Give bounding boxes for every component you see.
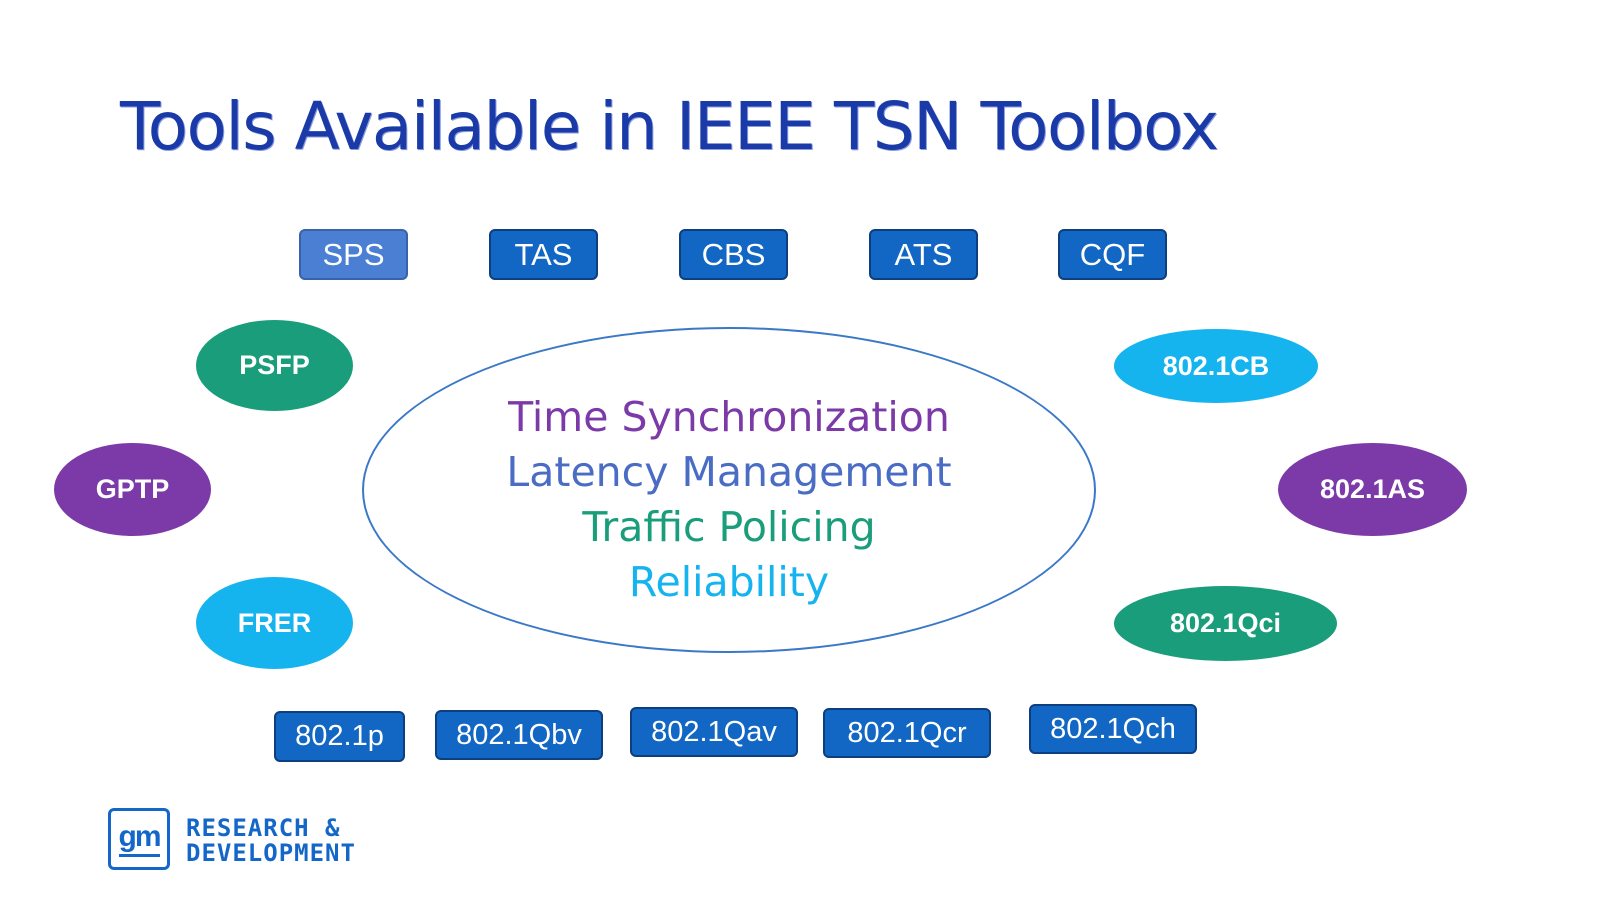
oval-gptp: GPTP [54, 443, 211, 536]
oval-802-1qci: 802.1Qci [1114, 586, 1337, 661]
center-oval [362, 327, 1096, 653]
oval-802-1cb: 802.1CB [1114, 329, 1318, 403]
standard-box-802-1qch: 802.1Qch [1029, 704, 1197, 754]
page-title: Tools Available in IEEE TSN Toolbox [120, 88, 1219, 165]
oval-frer: FRER [196, 577, 353, 669]
standard-box-802-1qbv: 802.1Qbv [435, 710, 603, 760]
capability-latency-management: Latency Management [506, 448, 952, 496]
logo-line-1: RESEARCH & [186, 814, 341, 842]
logo-line-2: DEVELOPMENT [186, 839, 356, 867]
standard-box-802-1p: 802.1p [274, 711, 405, 762]
capability-reliability: Reliability [628, 558, 830, 606]
tool-box-tas: TAS [489, 229, 598, 280]
tool-box-cqf: CQF [1058, 229, 1167, 280]
logo-text: RESEARCH & DEVELOPMENT [186, 816, 356, 866]
oval-802-1as: 802.1AS [1278, 443, 1467, 536]
capabilities-list: Time Synchronization Latency Management … [362, 390, 1096, 610]
capability-time-synchronization: Time Synchronization [508, 393, 950, 441]
oval-psfp: PSFP [196, 320, 353, 411]
standard-box-802-1qav: 802.1Qav [630, 707, 798, 757]
logo-mark: gm [118, 821, 162, 857]
gm-logo-icon: gm [108, 808, 170, 870]
tool-box-ats: ATS [869, 229, 978, 280]
tool-box-sps: SPS [299, 229, 408, 280]
standard-box-802-1qcr: 802.1Qcr [823, 708, 991, 758]
tool-box-cbs: CBS [679, 229, 788, 280]
capability-traffic-policing: Traffic Policing [582, 503, 876, 551]
